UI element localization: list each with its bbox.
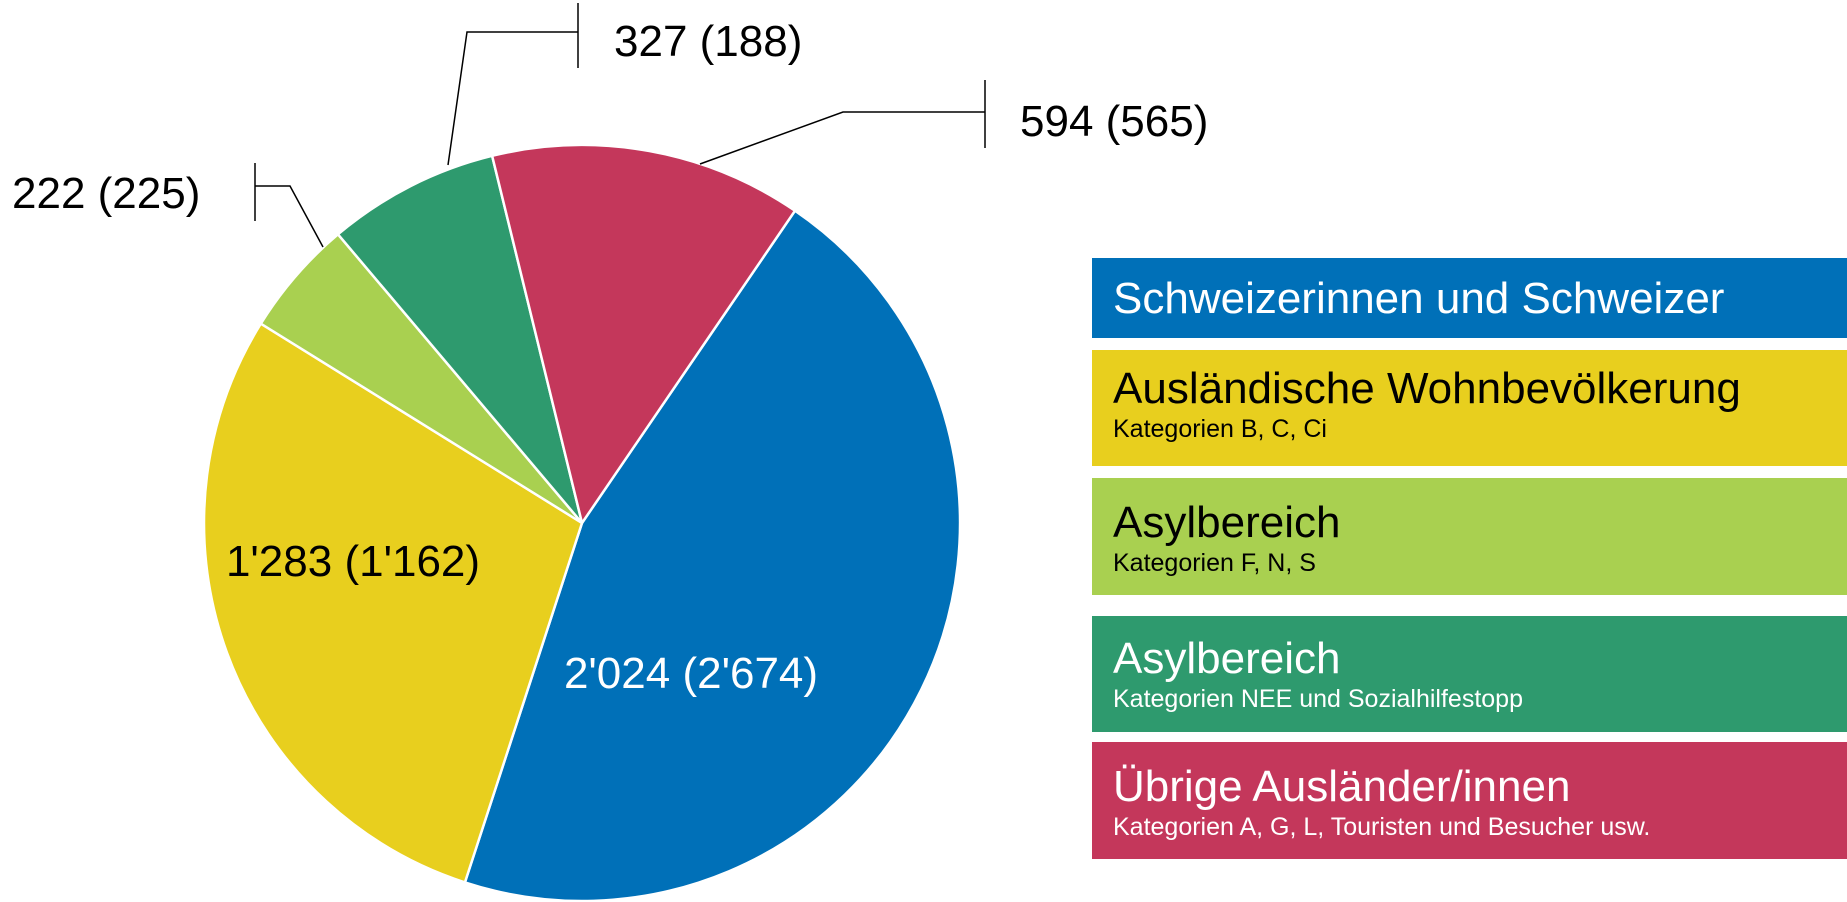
pie-slices <box>202 143 962 902</box>
slice-auslaendische <box>202 321 584 884</box>
legend-title: Asylbereich <box>1113 498 1341 547</box>
data-label-asyl-fns: 222 (225) <box>12 169 200 218</box>
legend-item-asyl-nee: Asylbereich Kategorien NEE und Sozialhil… <box>1092 616 1847 732</box>
legend-title: Ausländische Wohnbevölkerung <box>1113 364 1741 413</box>
leader-line-594 <box>699 111 985 165</box>
data-label-schweizer: 2'024 (2'674) <box>564 649 818 698</box>
legend-title: Übrige Ausländer/innen <box>1113 762 1571 811</box>
legend-description: Kategorien B, C, Ci <box>1113 415 1327 443</box>
data-label-asyl-nee: 327 (188) <box>614 17 802 66</box>
legend-item-uebrige: Übrige Ausländer/innen Kategorien A, G, … <box>1092 742 1847 859</box>
slice-asyl-nee <box>336 154 584 524</box>
legend-item-schweizer: Schweizerinnen und Schweizer <box>1092 258 1847 338</box>
legend-item-asyl-fns: Asylbereich Kategorien F, N, S <box>1092 478 1847 595</box>
legend-description: Kategorien NEE und Sozialhilfestopp <box>1113 685 1523 713</box>
legend-title: Asylbereich <box>1113 634 1341 683</box>
data-label-auslaendische: 1'283 (1'162) <box>226 537 480 586</box>
legend-item-auslaendische: Ausländische Wohnbevölkerung Kategorien … <box>1092 350 1847 466</box>
data-label-uebrige: 594 (565) <box>1020 97 1208 146</box>
legend-description: Kategorien A, G, L, Touristen und Besuch… <box>1113 813 1651 841</box>
slice-uebrige <box>490 143 797 527</box>
slice-schweizer <box>463 208 962 902</box>
leader-line-222 <box>255 185 324 248</box>
legend-description: Kategorien F, N, S <box>1113 549 1316 577</box>
legend-title: Schweizerinnen und Schweizer <box>1113 274 1725 323</box>
leader-line-327 <box>447 31 578 166</box>
